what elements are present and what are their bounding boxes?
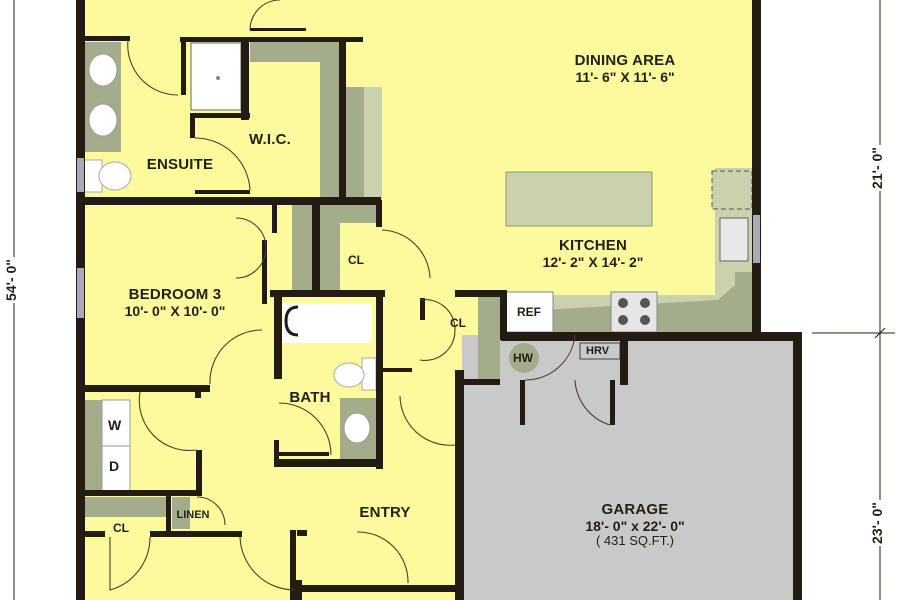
hw-label: HW [513,351,533,365]
hot-water-tank [509,343,539,373]
room-label-dining: DINING AREA 11'- 6" X 11'- 6" [540,52,710,85]
kitchen-sink-icon [719,217,749,262]
washer-label: W [108,417,122,433]
kitchen-size: 12'- 2" X 14'- 2" [542,254,644,271]
room-label-bedroom3: BEDROOM 3 10'- 0" X 10'- 0" [100,286,250,319]
room-label-wic: W.I.C. [248,131,292,148]
sink-icon [88,53,118,87]
ref-label: REF [517,305,541,319]
room-label-closet-entry: CL [450,316,466,330]
refrigerator [504,291,554,333]
dryer-label: D [109,458,120,474]
door-swings [109,0,611,591]
room-label-kitchen: KITCHEN 12'- 2" X 14'- 2" [508,237,678,270]
garage-size: 18'- 0" x 22'- 0" [585,518,685,535]
bathtub-icon [281,303,372,343]
dining-size: 11'- 6" X 11'- 6" [575,69,675,86]
room-label-closet-lower: CL [113,521,129,535]
room-label-closet-bed3: CL [348,253,364,267]
kitchen-name: KITCHEN [558,237,628,254]
kitchen-island [505,171,653,227]
sink-icon [88,103,118,137]
toilet-icon [333,362,365,388]
room-label-ensuite: ENSUITE [146,156,214,173]
shower-icon [190,42,242,111]
hrv-label: HRV [586,345,610,357]
dimension-overall-left: 54'- 0" [2,257,19,303]
room-label-bath: BATH [289,389,331,406]
dining-name: DINING AREA [574,52,676,69]
range-icon [610,291,658,333]
room-label-entry: ENTRY [359,504,411,521]
garage-area: ( 431 SQ.FT.) [595,533,675,549]
toilet-icon [98,161,132,191]
dimension-right-upper: 21'- 0" [868,145,885,191]
dimension-right-lower: 23'- 0" [868,500,885,546]
room-label-linen: LINEN [176,509,210,521]
room-label-garage: GARAGE 18'- 0" x 22'- 0" ( 431 SQ.FT.) [560,501,710,549]
bedroom3-size: 10'- 0" X 10'- 0" [124,303,226,320]
bedroom3-name: BEDROOM 3 [128,286,222,303]
garage-name: GARAGE [601,501,669,518]
sink-icon [343,412,371,444]
windows [77,158,760,318]
